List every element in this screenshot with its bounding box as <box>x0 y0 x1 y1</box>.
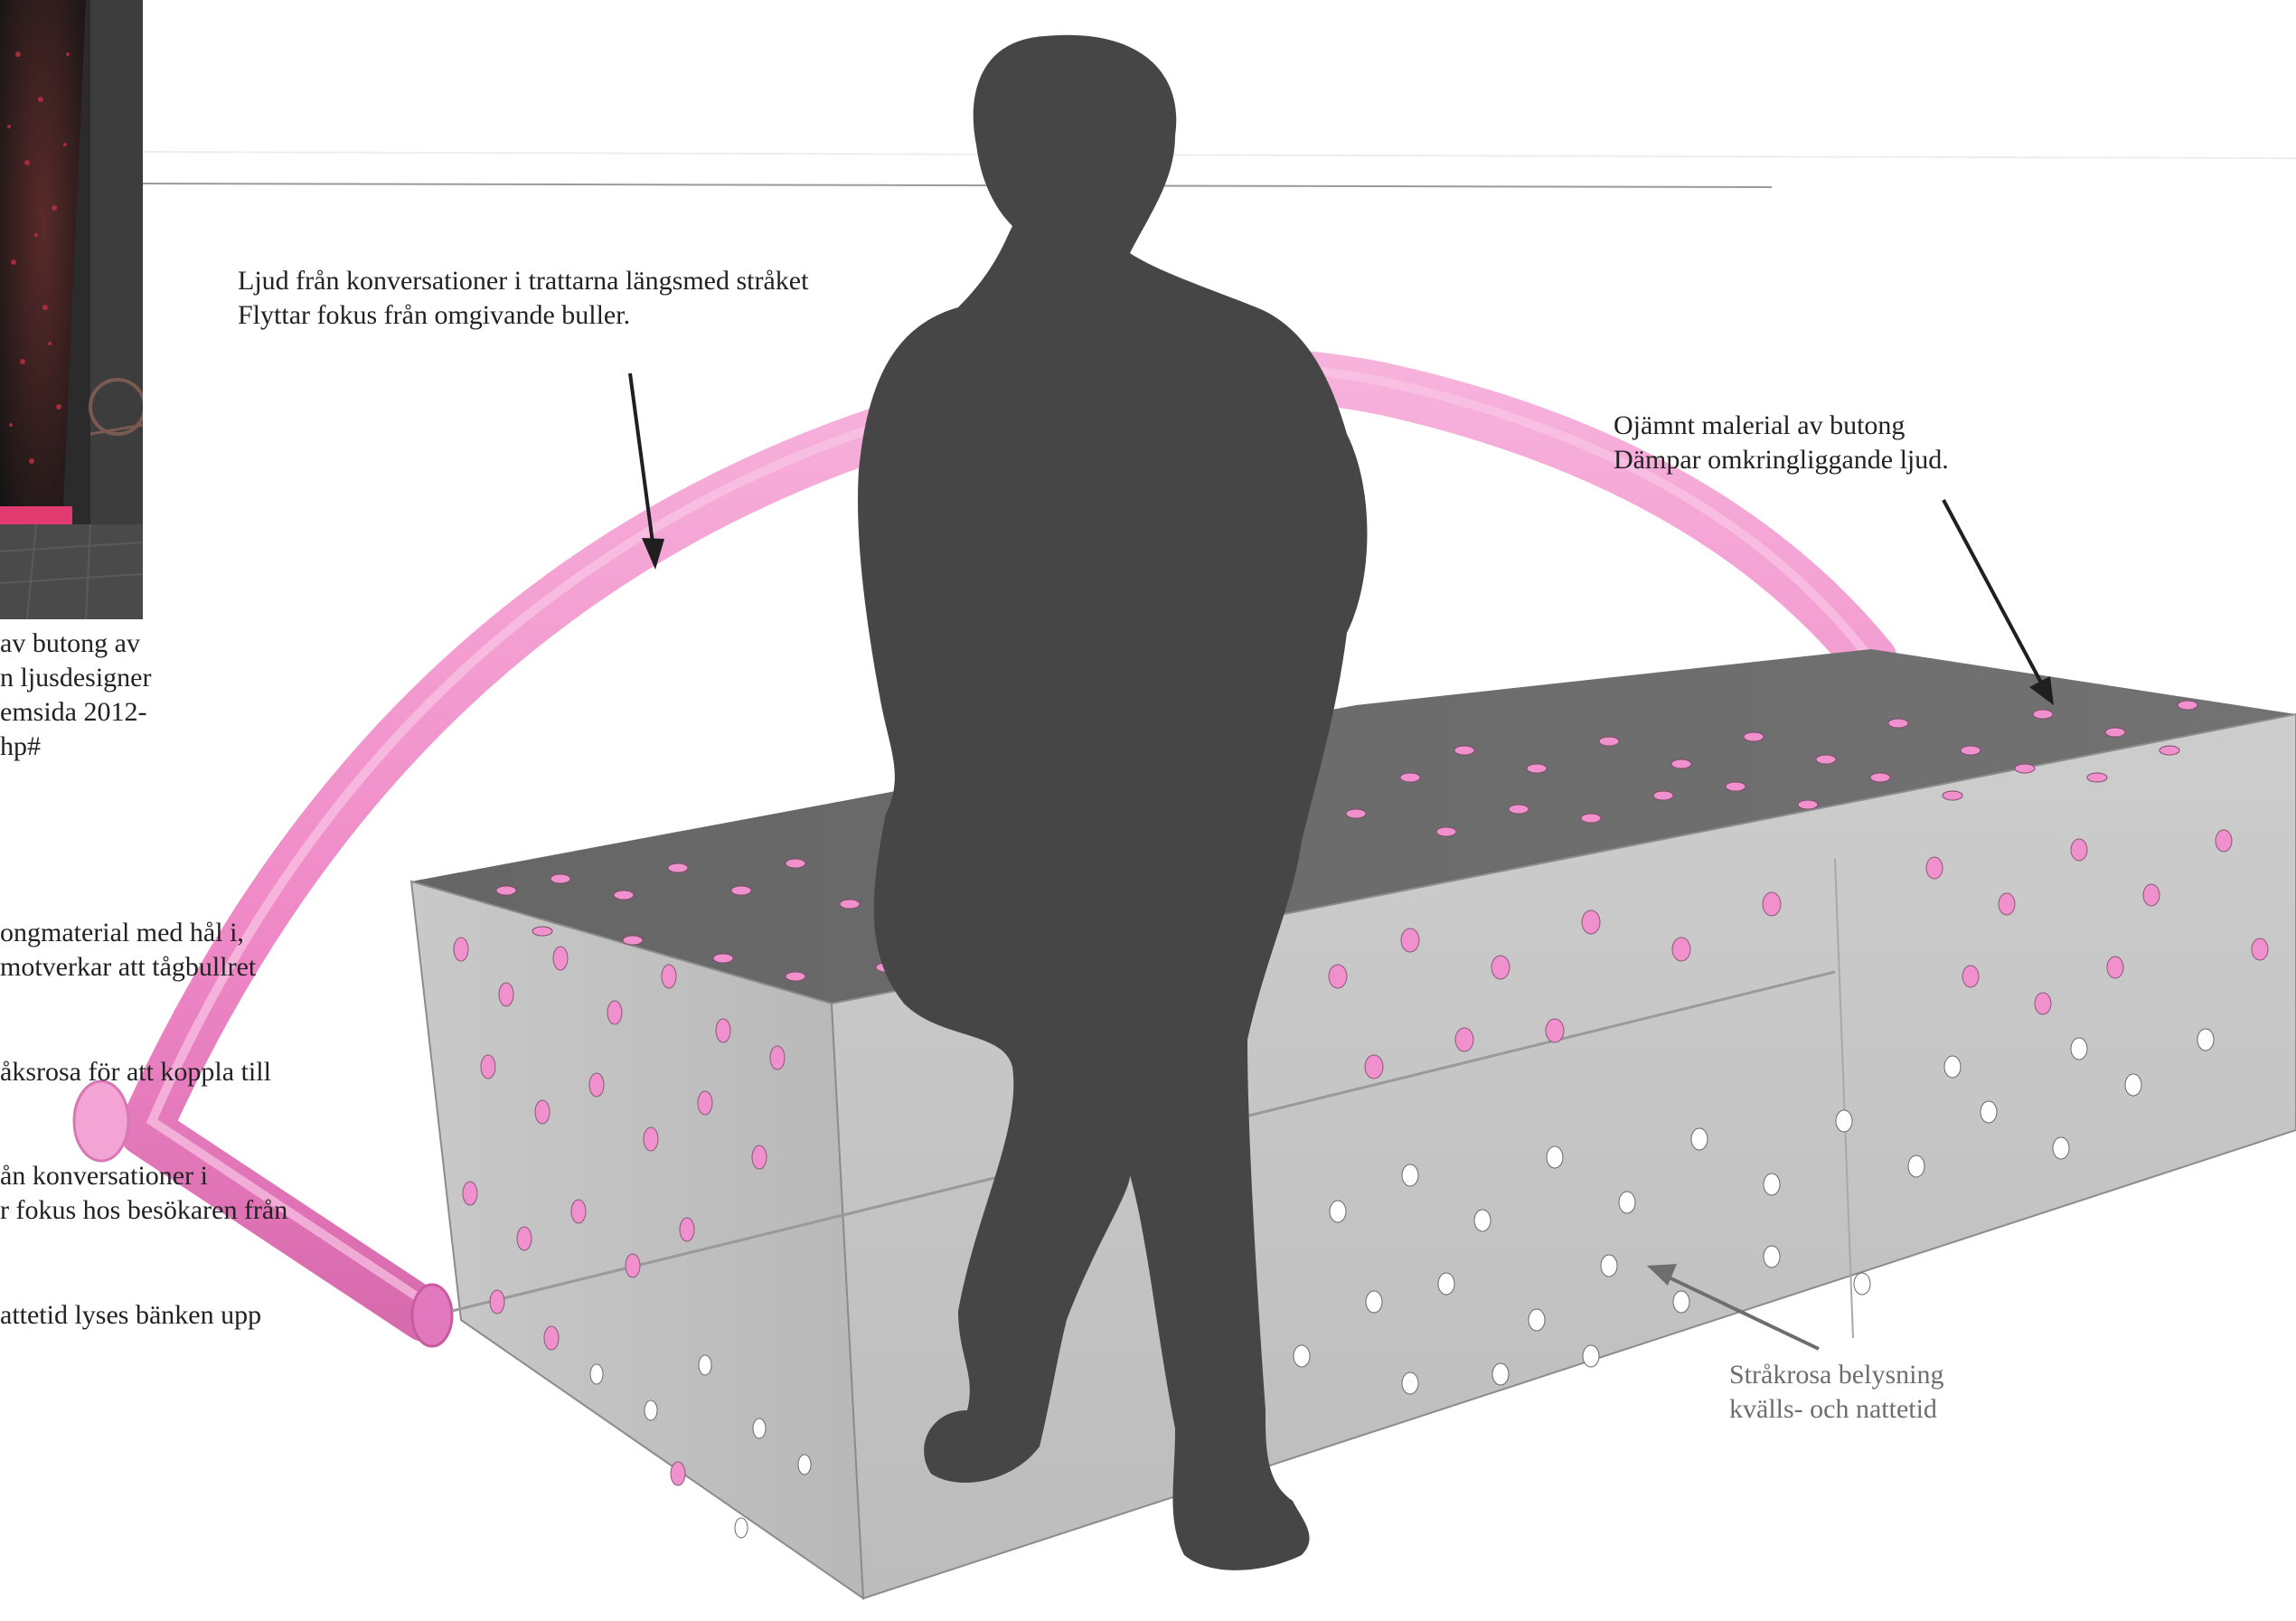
left-note-2: åksrosa för att koppla till <box>0 1055 271 1089</box>
lighting-annotation: Stråkrosa belysning kvälls- och nattetid <box>1729 1358 1943 1427</box>
material-annotation-line2: Dämpar omkringliggande ljud. <box>1614 443 1949 477</box>
left-note-1-line1: ongmaterial med hål i, <box>0 916 256 950</box>
pink-tube-end <box>412 1285 452 1346</box>
left-note-3-line1: ån konversationer i <box>0 1159 287 1193</box>
material-annotation: Ojämnt malerial av butong Dämpar omkring… <box>1614 409 1949 477</box>
funnel-annotation: Ljud från konversationer i trattarna län… <box>238 264 808 333</box>
left-note-2-line1: åksrosa för att koppla till <box>0 1055 271 1089</box>
photo-caption-line4: hp# <box>0 730 151 764</box>
left-note-4-line1: attetid lyses bänken upp <box>0 1298 261 1333</box>
photo-caption-line1: av butong av <box>0 627 151 661</box>
pink-tube-joint <box>74 1081 128 1161</box>
material-annotation-line1: Ojämnt malerial av butong <box>1614 409 1949 443</box>
left-note-1: ongmaterial med hål i, motverkar att tåg… <box>0 916 256 985</box>
horizon-line-faint <box>143 152 2296 158</box>
left-note-1-line2: motverkar att tågbullret <box>0 950 256 985</box>
photo-caption-line2: n ljusdesigner <box>0 661 151 695</box>
photo-caption-line3: emsida 2012- <box>0 695 151 730</box>
funnel-annotation-line2: Flyttar fokus från omgivande buller. <box>238 298 808 333</box>
funnel-annotation-line1: Ljud från konversationer i trattarna län… <box>238 264 808 298</box>
photo-caption: av butong av n ljusdesigner emsida 2012-… <box>0 627 151 764</box>
left-note-4: attetid lyses bänken upp <box>0 1298 261 1333</box>
lighting-annotation-line2: kvälls- och nattetid <box>1729 1392 1943 1427</box>
horizon-line <box>143 184 1772 187</box>
left-note-3-line2: r fokus hos besökaren från <box>0 1193 287 1228</box>
left-note-3: ån konversationer i r fokus hos besökare… <box>0 1159 287 1228</box>
lighting-annotation-line1: Stråkrosa belysning <box>1729 1358 1943 1392</box>
